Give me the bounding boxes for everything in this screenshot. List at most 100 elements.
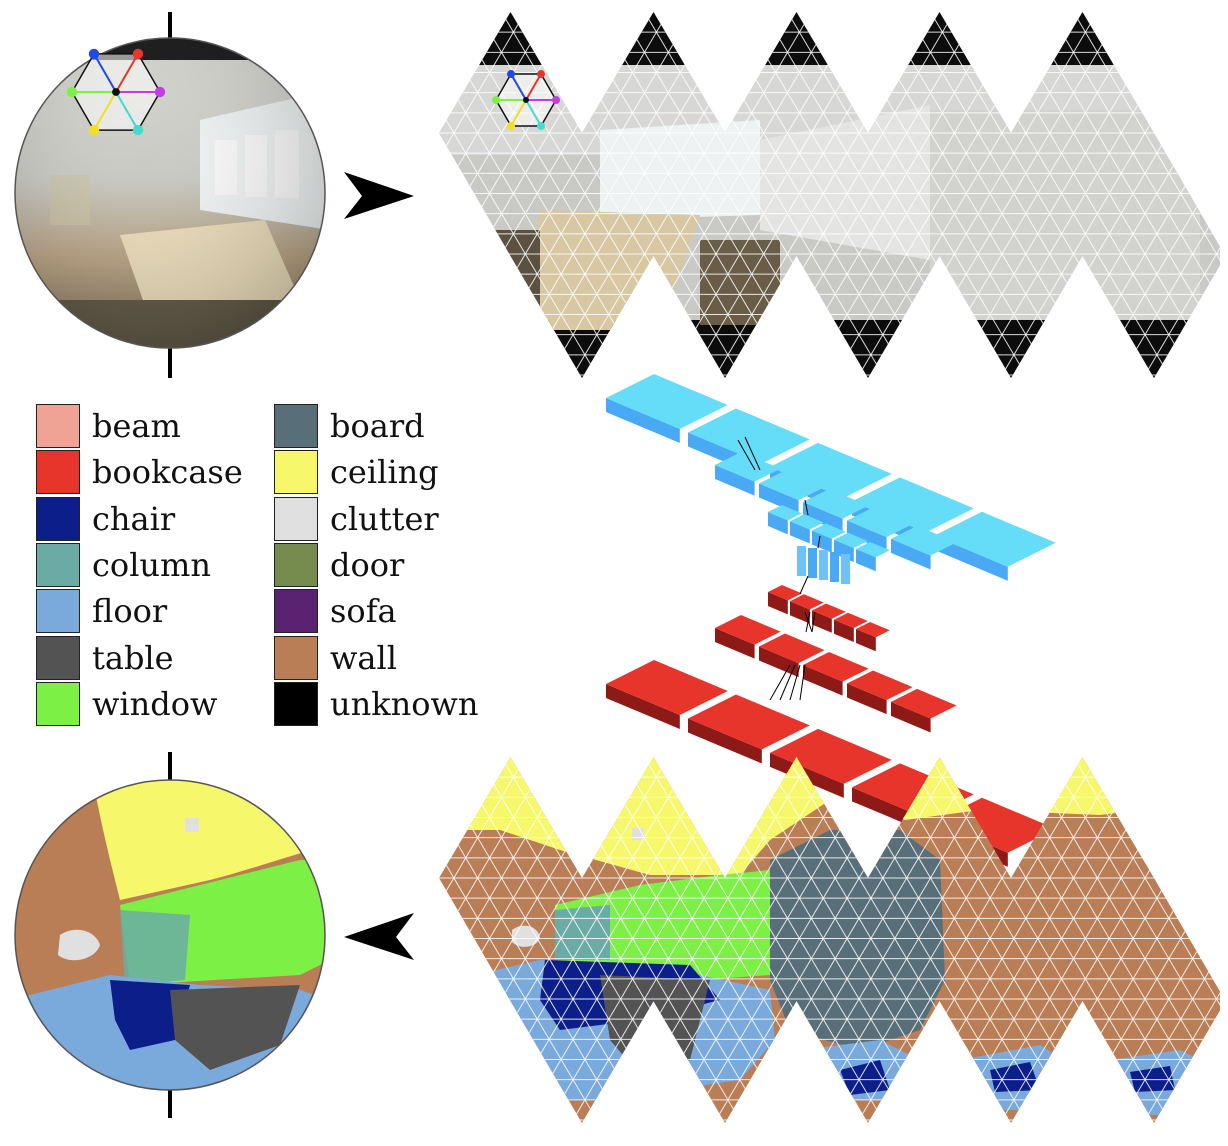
grid-line [1216, 757, 1226, 1123]
output-segmentation-sphere [14, 752, 326, 1118]
kernel-center [112, 88, 120, 96]
encoder-level-3-side [856, 548, 876, 572]
decoder-level-2-side [759, 646, 799, 678]
encoder-level-3-top [812, 523, 846, 539]
skip-connection-line [744, 436, 761, 471]
decoder-level-3-side [606, 684, 680, 729]
kernel-spoke [525, 73, 542, 101]
legend-item-floor: floor [36, 588, 243, 634]
encoder-level-4 [797, 546, 806, 576]
encoder-level-2-side [715, 465, 755, 496]
skip-connection-line [789, 664, 801, 701]
kernel-node [132, 124, 144, 136]
skip-connection-line [799, 664, 806, 701]
decoder-level-1-top [812, 603, 846, 619]
net-photo-floor-left [440, 230, 540, 325]
decoder-level-3-top [770, 728, 892, 784]
legend-label: clutter [330, 499, 439, 538]
legend-item-beam: beam [36, 403, 243, 449]
decoder-level-1-side [856, 628, 876, 652]
encoder-level-2-side [891, 538, 931, 570]
skip-connection-line [737, 439, 756, 471]
legend-swatch [36, 635, 80, 680]
skip-connection-line [804, 611, 813, 633]
skip-connection-line [799, 575, 809, 595]
legend-item-table: table [36, 634, 243, 680]
decoder-level-3-top [606, 660, 728, 715]
encoder-level-3-top [834, 532, 868, 549]
legend-label: wall [330, 638, 397, 677]
encoder-level-1-top [606, 374, 728, 429]
grid-line [439, 12, 526, 378]
decoder-level-2-side [803, 664, 843, 696]
kernel-node [492, 96, 500, 104]
encoder-level-3-side [812, 530, 832, 553]
legend-item-chair: chair [36, 496, 243, 542]
legend-swatch [36, 589, 80, 634]
kernel-spoke [93, 91, 117, 131]
encoder-level-2-top [803, 488, 869, 519]
decoder-level-1-top [768, 585, 802, 601]
seg-column-region [555, 905, 610, 960]
legend-item-bookcase: bookcase [36, 449, 243, 495]
skip-connection-line [779, 664, 796, 701]
encoder-level-2-top [891, 525, 957, 556]
legend-item-unknown: unknown [274, 681, 478, 727]
encoder-level-1-side [934, 535, 1008, 581]
legend-label: sofa [330, 592, 397, 631]
grid-line [439, 757, 600, 1123]
grid-line [1216, 12, 1226, 378]
decoder-level-1-top [856, 621, 890, 638]
encoder-level-2-side [759, 483, 799, 515]
legend-swatch [274, 589, 318, 634]
legend-item-column: column [36, 542, 243, 588]
grid-line [1073, 757, 1226, 1123]
encoder-level-4 [841, 554, 850, 584]
legend-label: window [92, 684, 218, 723]
hexagonal-kernel-icon [492, 70, 560, 130]
encoder-level-3-top [790, 514, 824, 530]
class-legend: beam bookcase chair column floor table w… [36, 403, 496, 733]
decoder-level-1-side [834, 619, 854, 643]
encoder-level-1-side [606, 398, 680, 443]
legend-swatch [274, 450, 318, 495]
encoder-level-4 [808, 548, 817, 578]
skip-connection-line [769, 664, 791, 701]
kernel-node [537, 121, 545, 130]
legend-label: unknown [330, 684, 479, 723]
grid-line [1049, 757, 1226, 1123]
legend-label: beam [92, 407, 181, 446]
grid-line [439, 757, 526, 1123]
grid-line [1192, 757, 1226, 1123]
grid-line [1142, 757, 1226, 1123]
decoder-level-2-top [891, 688, 957, 719]
decoder-level-2-side [847, 683, 887, 715]
arrowhead-left-icon [344, 913, 414, 960]
seg-chair-region-3 [990, 1062, 1040, 1092]
grid-line [1073, 12, 1226, 378]
decoder-level-1-side [812, 610, 832, 633]
grid-line [1214, 757, 1226, 1123]
encoder-level-3-side [790, 521, 810, 544]
encoder-level-2-top [847, 507, 913, 538]
kernel-node [88, 48, 100, 60]
legend-label: board [330, 407, 425, 446]
legend-item-ceiling: ceiling [274, 449, 478, 495]
encoder-level-3-top [856, 541, 890, 558]
encoder-level-3-side [768, 512, 788, 535]
encoder-level-4 [830, 552, 839, 582]
hexagonal-kernel-icon [66, 48, 166, 136]
kernel-spoke [525, 99, 542, 127]
kernel-node [507, 70, 515, 79]
encoder-level-1-top [934, 511, 1056, 567]
grid-line [0, 12, 3, 378]
legend-swatch [274, 496, 318, 541]
decoder-level-3-side [688, 718, 762, 764]
legend-label: column [92, 546, 211, 585]
decoder-level-1-top [790, 594, 824, 610]
grid-line [1049, 12, 1226, 378]
legend-swatch [274, 635, 318, 680]
kernel-node [88, 124, 100, 136]
kernel-spoke [510, 99, 527, 127]
kernel-spoke [115, 91, 139, 131]
